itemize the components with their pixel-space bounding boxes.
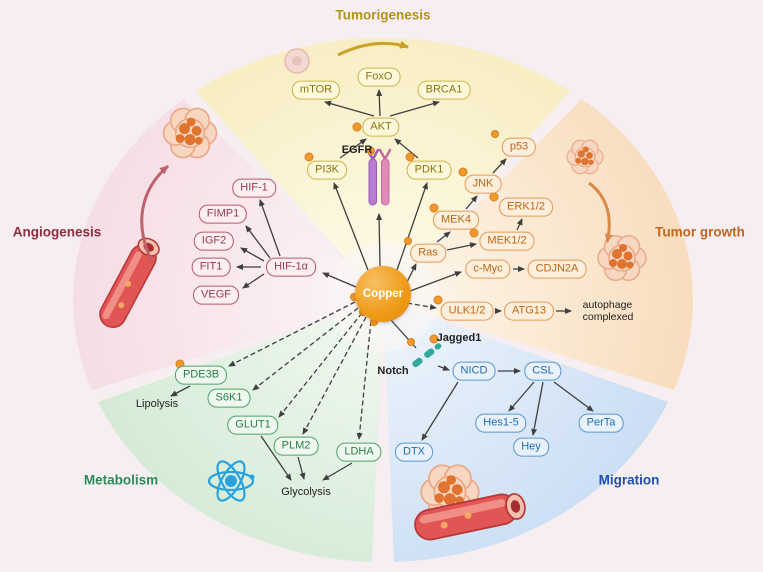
copper-center-node: Copper [355,266,411,322]
section-label-tumor-growth: Tumor growth [655,224,745,240]
egfr-receptor-icon [365,148,392,206]
node-brca1: BRCA1 [417,80,471,100]
node-pdk1: PDK1 [406,160,452,180]
notch-receptor-icon [412,343,442,368]
node-hif1: HIF-1 [232,178,276,198]
curved-arrow [140,164,169,263]
tumor-cell-cluster [566,139,604,175]
notch-label: Notch [377,365,409,377]
node-pde3b: PDE3B [174,365,228,385]
node-cdjn2a: CDJN2A [527,259,587,279]
curved-arrow [588,181,613,243]
section-label-angiogenesis: Angiogenesis [12,224,102,240]
node-ulk12: ULK1/2 [440,301,494,321]
node-mtor: mTOR [291,80,341,100]
node-foxo: FoxO [357,67,401,87]
node-cmyc: c-Myc [465,259,511,279]
pathway-arrows [170,89,594,481]
jagged1-label: Jagged1 [436,332,482,344]
node-ras: Ras [410,243,446,263]
node-fimp1: FIMP1 [198,204,248,224]
node-mek12: MEK1/2 [479,231,535,251]
node-hes1-5: Hes1-5 [475,413,527,433]
dashed-pathway-arrows [228,301,437,440]
lipolysis-label: Lipolysis [135,398,179,410]
egfr-label: EGFR [341,144,373,156]
glycolysis-label: Glycolysis [281,486,331,498]
node-csl: CSL [524,361,562,381]
section-label-migration: Migration [598,472,660,488]
node-perta: PerTa [578,413,624,433]
node-akt: AKT [362,117,400,137]
node-glut1: GLUT1 [227,415,279,435]
copper-ion-dots [175,122,499,369]
node-nicd: NICD [452,361,496,381]
tumor-cell-cluster [162,107,218,159]
section-label-tumorigenesis: Tumorigenesis [335,7,431,23]
node-vegf: VEGF [193,285,239,305]
node-jnk: JNK [464,174,502,194]
node-p53: p53 [501,137,537,157]
node-fit1: FIT1 [191,257,231,277]
node-atg13: ATG13 [503,301,555,321]
autophagy-label: autophage complexed [582,299,634,323]
node-erk12: ERK1/2 [499,197,553,217]
node-pi3k: PI3K [307,160,347,180]
atom-icon [207,460,255,502]
node-ldha: LDHA [336,442,382,462]
node-dtx: DTX [395,442,433,462]
curved-arrow [337,40,409,57]
section-label-metabolism: Metabolism [83,472,159,488]
node-igf2: IGF2 [193,231,235,251]
node-s6k1: S6K1 [207,388,251,408]
tumor-cell-cluster [597,234,647,282]
node-mek4: MEK4 [433,210,479,230]
node-hey: Hey [513,437,549,457]
node-hif1alpha: HIF-1α [266,257,316,277]
node-plm2: PLM2 [273,436,319,456]
cell-icon [284,48,310,74]
